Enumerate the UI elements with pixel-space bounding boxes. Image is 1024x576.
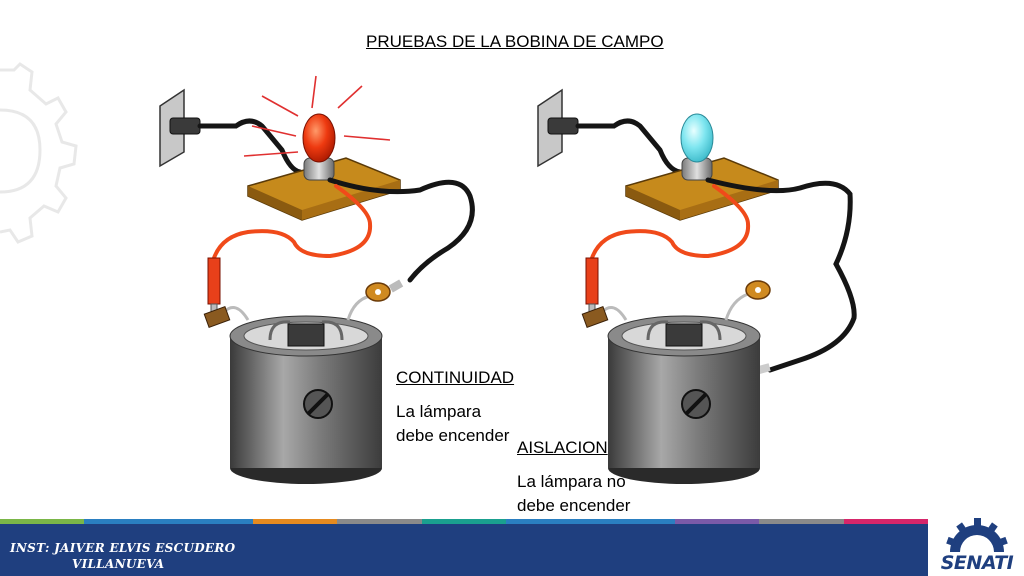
logo-text: SENATI [940, 552, 1014, 574]
footer-stripe-segment [168, 519, 254, 524]
light-rays [243, 75, 391, 157]
black-wire [197, 118, 303, 175]
red-bulb-icon [302, 113, 336, 163]
continuity-test-diagram [159, 75, 475, 484]
black-wire [575, 118, 683, 175]
footer-stripe-segment [253, 519, 338, 524]
footer-color-stripe [0, 519, 928, 524]
continuity-line1: La lámpara [396, 402, 482, 421]
footer-stripe-segment [674, 519, 760, 524]
red-wire [212, 184, 373, 260]
instructor-line2: Villanueva [72, 557, 165, 571]
footer-bar: Inst: Jaiver Elvis Escudero Villanueva [0, 519, 928, 576]
instructor-line1: Inst: Jaiver Elvis Escudero [10, 541, 236, 555]
power-plug [169, 117, 201, 135]
insulation-line1: La lámpara no [517, 472, 626, 491]
insulation-line2: debe encender [517, 496, 631, 515]
coil-terminal-left [203, 306, 231, 328]
senati-logo: SENATI [930, 514, 1024, 576]
footer-stripe-segment [843, 519, 928, 524]
insulation-test-diagram [537, 88, 857, 484]
gear-watermark-icon [0, 62, 78, 244]
continuity-heading: CONTINUIDAD [396, 368, 515, 387]
coil-lead-right [724, 292, 749, 321]
footer-stripe-segment [84, 519, 169, 524]
footer-stripe-segment [421, 519, 507, 524]
footer-background: Inst: Jaiver Elvis Escudero Villanueva [0, 524, 928, 576]
continuity-line2: debe encender [396, 426, 510, 445]
footer-stripe-segment [0, 519, 85, 524]
black-wire-to-coil [705, 177, 857, 373]
cyan-bulb-icon [680, 113, 714, 163]
power-plug [547, 117, 579, 135]
footer-stripe-segment [759, 519, 844, 524]
gear-logo-icon [946, 518, 1008, 552]
instructor-name: Inst: Jaiver Elvis Escudero Villanueva [10, 540, 250, 572]
red-probe [585, 257, 599, 305]
page-title: PRUEBAS DE LA BOBINA DE CAMPO [366, 32, 664, 51]
footer-stripe-segment [590, 519, 675, 524]
coil-lead-right [346, 294, 371, 321]
red-probe [207, 257, 221, 305]
footer-stripe-segment [506, 519, 591, 524]
black-wire-to-coil [327, 177, 475, 283]
red-wire [590, 184, 751, 260]
insulation-heading: AISLACION [517, 438, 608, 457]
footer-stripe-segment [337, 519, 422, 524]
coil-terminal-left [581, 306, 609, 328]
